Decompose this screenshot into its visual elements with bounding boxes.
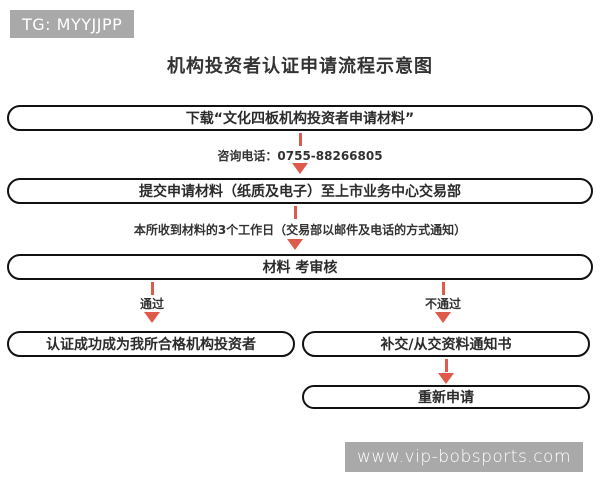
connector-line bbox=[299, 133, 302, 146]
result-box-pass: 认证成功成为我所合格机构投资者 bbox=[7, 331, 295, 357]
watermark-top-label: TG: MYYJJPP bbox=[22, 14, 123, 34]
branch-pass-label: 通过 bbox=[139, 297, 164, 311]
result-fail-label: 补交/从交资料通知书 bbox=[380, 337, 512, 353]
page-title: 机构投资者认证申请流程示意图 bbox=[167, 56, 433, 77]
connector-line bbox=[445, 359, 448, 372]
note-review-time: 本所收到材料的3个工作日（交易部以邮件及电话的方式通知） bbox=[133, 223, 467, 237]
arrow-down-icon bbox=[292, 163, 308, 174]
step-submit-label: 提交申请材料（纸质及电子）至上市业务中心交易部 bbox=[139, 184, 461, 200]
step-download-label: 下载“文化四板机构投资者申请材料” bbox=[185, 111, 415, 127]
connector-line bbox=[294, 206, 297, 219]
arrow-down-icon bbox=[438, 373, 454, 384]
step-box-download: 下载“文化四板机构投资者申请材料” bbox=[7, 105, 593, 131]
watermark-top: TG: MYYJJPP bbox=[10, 10, 135, 38]
result-pass-label: 认证成功成为我所合格机构投资者 bbox=[46, 337, 256, 353]
step-box-submit: 提交申请材料（纸质及电子）至上市业务中心交易部 bbox=[7, 178, 593, 204]
step-reapply-label: 重新申请 bbox=[418, 390, 474, 406]
watermark-bottom: www.vip-bobsports.com bbox=[345, 442, 584, 472]
note-phone: 咨询电话：0755-88266805 bbox=[217, 149, 383, 163]
connector-line bbox=[151, 282, 154, 295]
step-box-reapply: 重新申请 bbox=[302, 385, 590, 409]
step-review-label: 材料 考审核 bbox=[262, 260, 338, 276]
step-box-review: 材料 考审核 bbox=[7, 254, 593, 280]
result-box-fail: 补交/从交资料通知书 bbox=[302, 331, 590, 357]
arrow-down-icon bbox=[144, 312, 160, 323]
arrow-down-icon bbox=[287, 239, 303, 250]
watermark-bottom-label: www.vip-bobsports.com bbox=[357, 447, 572, 467]
arrow-down-icon bbox=[435, 312, 451, 323]
branch-fail-label: 不通过 bbox=[424, 297, 461, 311]
connector-line bbox=[442, 282, 445, 295]
